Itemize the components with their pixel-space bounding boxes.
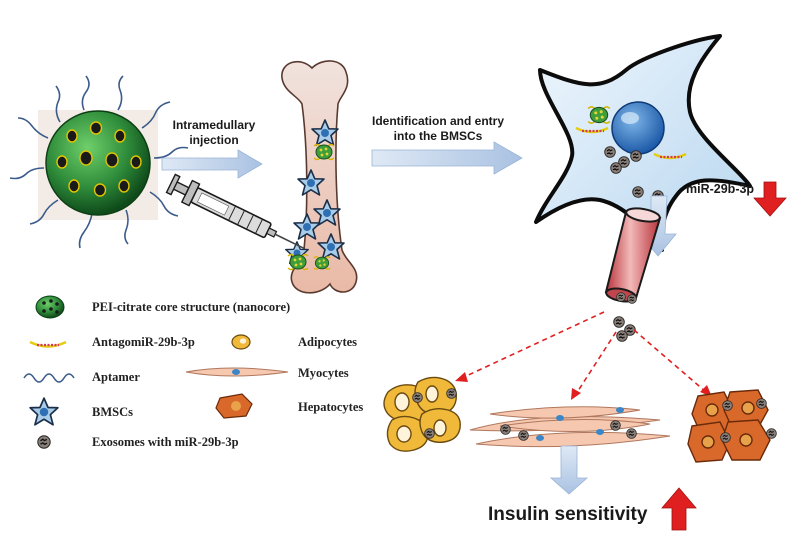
adipocytes-cluster bbox=[383, 376, 461, 452]
mir-decrease-arrow bbox=[753, 181, 787, 217]
arrow-to-outcome bbox=[549, 445, 589, 495]
legend-hepatocytes: Hepatocytes bbox=[298, 400, 364, 414]
legend-exosome: Exosomes with miR-29b-3p bbox=[92, 435, 239, 449]
circulating-exosomes bbox=[613, 316, 636, 342]
arrow-entry bbox=[371, 141, 523, 175]
arrow-injection bbox=[161, 149, 263, 179]
mir-label: miR-29b-3p bbox=[686, 182, 755, 196]
blood-vessel-illustration bbox=[604, 207, 662, 304]
myocytes-cluster bbox=[469, 406, 671, 448]
distribution-arrowheads bbox=[455, 372, 712, 400]
legend-myocytes: Myocytes bbox=[298, 366, 349, 380]
bmsc-cell-illustration bbox=[534, 34, 752, 252]
legend-aptamer: Aptamer bbox=[92, 370, 140, 384]
legend-icons bbox=[23, 295, 289, 449]
legend-antagomir: AntagomiR-29b-3p bbox=[92, 335, 195, 349]
outcome-label: Insulin sensitivity bbox=[488, 504, 648, 525]
bone-illustration bbox=[281, 60, 358, 294]
insulin-increase-arrow bbox=[661, 487, 697, 531]
nanoparticle-illustration bbox=[9, 75, 189, 249]
step-entry-label: Identification and entry into the BMSCs bbox=[371, 114, 504, 143]
legend-nanocore: PEI-citrate core structure (nanocore) bbox=[92, 300, 291, 314]
hepatocytes-cluster bbox=[687, 389, 771, 463]
legend-bmsc: BMSCs bbox=[92, 405, 133, 419]
step-injection-label: Intramedullary injection bbox=[172, 118, 256, 147]
legend-adipocytes: Adipocytes bbox=[298, 335, 358, 349]
syringe-illustration bbox=[165, 173, 305, 250]
distribution-arrows bbox=[461, 311, 707, 395]
